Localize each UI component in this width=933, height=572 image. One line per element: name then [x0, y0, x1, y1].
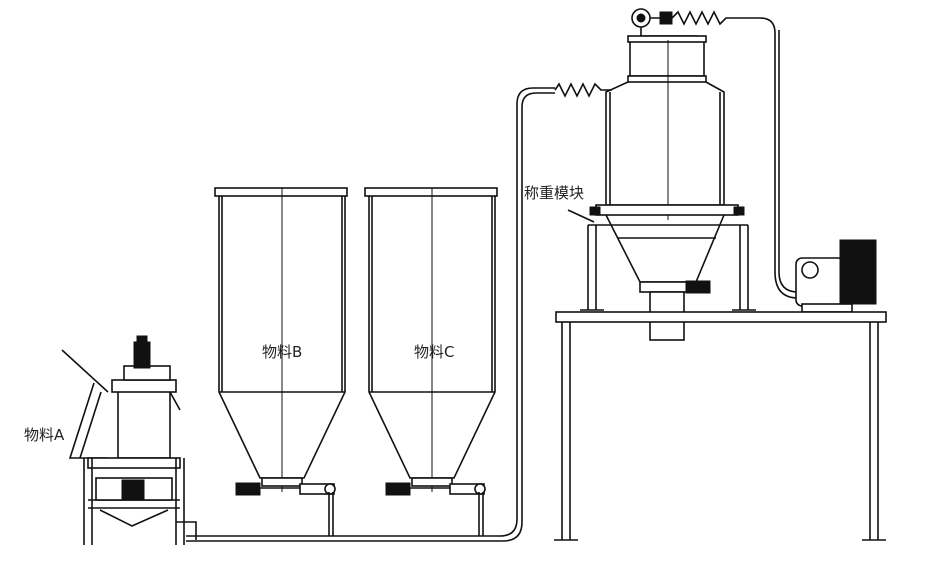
support-table — [554, 311, 887, 541]
mixer-motor — [133, 341, 151, 369]
flexible-hose-inlet — [554, 82, 612, 98]
weighing-module-ring — [595, 204, 739, 216]
pump-blower — [839, 239, 877, 305]
silo-b — [214, 187, 348, 496]
silo-c — [364, 187, 498, 496]
label-material-a: 物料A — [24, 426, 65, 444]
feed-chute-handle — [61, 349, 109, 393]
conveying-pipe — [186, 82, 612, 542]
label-material-c: 物料C — [414, 343, 455, 361]
discharge-valve-actuator — [685, 280, 711, 294]
label-material-b: 物料B — [262, 343, 303, 361]
screw-feeder-b-motor — [235, 482, 261, 496]
screw-feeder-c-motor — [385, 482, 411, 496]
feed-station-a — [61, 335, 197, 545]
mixer-vessel — [117, 389, 171, 459]
vacuum-pump — [774, 239, 877, 313]
vacuum-receiver — [567, 8, 780, 341]
label-weighing-module: 称重模块 — [524, 184, 585, 202]
